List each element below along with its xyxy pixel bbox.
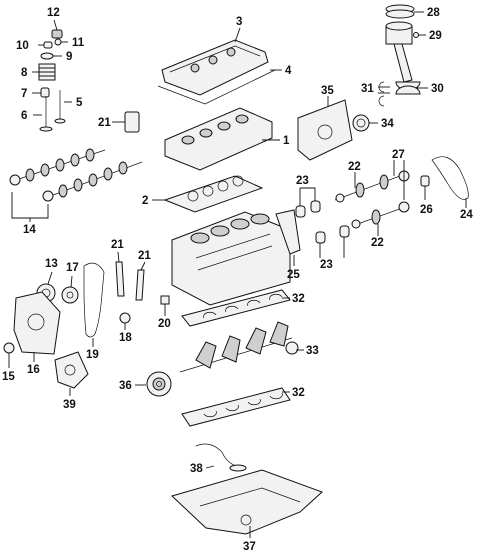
- balance-shaft-bearing-upper: [295, 187, 321, 218]
- callout-20: 20: [158, 318, 171, 330]
- balance-shaft-bearing-lower: [315, 225, 350, 258]
- callout-23-lower: 23: [320, 259, 333, 271]
- callout-15: 15: [2, 371, 15, 383]
- valve-keeper-part: [38, 38, 68, 49]
- callout-26: 26: [420, 204, 433, 216]
- main-bearings-upper: [181, 289, 291, 327]
- tensioner-part: [119, 312, 131, 330]
- crank-balancer-part: [135, 371, 172, 397]
- callout-2: 2: [142, 195, 148, 207]
- callout-11: 11: [72, 37, 85, 49]
- callout-13: 13: [45, 258, 58, 270]
- valve-spring-part: [32, 63, 56, 81]
- callout-22-upper: 22: [348, 161, 361, 173]
- callout-32-upper: 32: [292, 293, 305, 305]
- callout-10: 10: [16, 40, 29, 52]
- callout-35: 35: [321, 85, 334, 97]
- cover-plug-part: [3, 342, 15, 368]
- cam-cap-part: [112, 111, 140, 133]
- callout-37: 37: [243, 541, 256, 553]
- callout-21-left: 21: [111, 239, 124, 251]
- callout-5: 5: [76, 97, 83, 109]
- callout-25: 25: [287, 269, 300, 281]
- chain-guide-part: [420, 175, 430, 200]
- callout-22-lower: 22: [371, 237, 384, 249]
- callout-14: 14: [23, 224, 36, 236]
- block-bracket-part: [275, 209, 301, 266]
- callout-24: 24: [460, 209, 473, 221]
- cover-gasket-part: [157, 69, 282, 105]
- balance-shaft-bracket: [393, 160, 405, 200]
- intake-valve-part: [33, 96, 53, 132]
- timing-chain-part: [83, 262, 105, 347]
- timing-cover-part: [297, 96, 353, 161]
- callout-30: 30: [431, 83, 444, 95]
- piston-part: [385, 21, 426, 45]
- callout-6: 6: [21, 110, 27, 122]
- oil-pickup-part: [195, 443, 247, 472]
- callout-39: 39: [63, 399, 76, 411]
- callout-19: 19: [86, 349, 99, 361]
- callout-32-lower: 32: [292, 387, 305, 399]
- callout-36: 36: [119, 380, 132, 392]
- front-cover-part: [13, 291, 61, 362]
- camshaft-cover-part: [161, 27, 269, 96]
- callout-8: 8: [21, 67, 28, 79]
- callout-27: 27: [392, 149, 405, 161]
- callout-3: 3: [236, 16, 242, 28]
- exhaust-valve-part: [54, 90, 72, 124]
- front-seal-part: [352, 114, 378, 132]
- chain-guide-right: [135, 261, 146, 301]
- callout-31: 31: [361, 83, 374, 95]
- balance-shaft-upper: [334, 170, 410, 203]
- callout-33: 33: [306, 345, 319, 357]
- rod-bearing-part: [378, 81, 390, 107]
- valve-seal-part: [32, 87, 50, 98]
- callout-21-right: 21: [138, 250, 151, 262]
- balance-shaft-lower: [351, 201, 410, 236]
- callout-12: 12: [47, 7, 60, 19]
- callout-23-upper: 23: [296, 175, 309, 187]
- callout-34: 34: [381, 118, 394, 130]
- crankshaft-part: [179, 321, 304, 373]
- callout-38: 38: [190, 463, 203, 475]
- cylinder-block-part: [171, 211, 291, 306]
- callout-4: 4: [285, 65, 292, 77]
- piston-rings-part: [385, 4, 424, 19]
- callout-29: 29: [429, 30, 442, 42]
- drive-chain-part: [431, 156, 469, 208]
- callout-17: 17: [66, 262, 79, 274]
- camshaft-lower: [42, 161, 143, 202]
- callout-21-cap: 21: [98, 117, 111, 129]
- chain-guide-left: [115, 251, 125, 297]
- connecting-rod-part: [393, 43, 428, 95]
- oil-pan-part: [171, 469, 323, 538]
- valve-cotter-part: [51, 19, 63, 39]
- callout-9: 9: [66, 51, 72, 63]
- callout-18: 18: [119, 332, 132, 344]
- cylinder-head-part: [164, 107, 280, 171]
- callout-16: 16: [27, 364, 40, 376]
- callout-1: 1: [283, 135, 290, 147]
- valve-retainer-part: [40, 52, 62, 60]
- camshaft-upper: [9, 148, 106, 186]
- head-gasket-part: [152, 175, 264, 213]
- main-bearings-lower: [181, 387, 291, 427]
- callout-7: 7: [21, 88, 27, 100]
- oil-pump-part: [54, 351, 89, 396]
- tensioner-bolt-part: [160, 295, 170, 316]
- timing-sprocket-17: [61, 275, 79, 304]
- callout-labels: 12 10 11 9 8 7 5 6 14 21 3 4 1 2 35 34 2…: [2, 7, 473, 553]
- callout-28: 28: [427, 7, 440, 19]
